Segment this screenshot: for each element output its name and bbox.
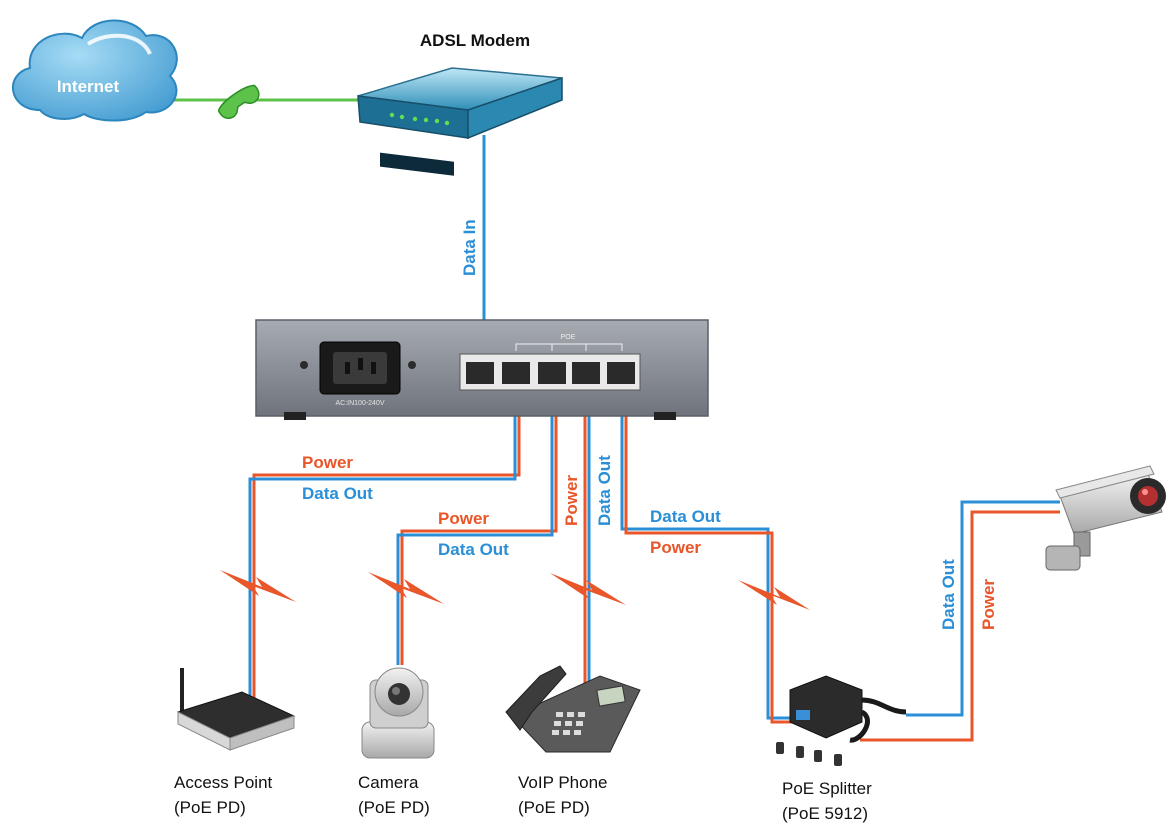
port-poe-4 bbox=[607, 362, 635, 384]
ptz-camera-device bbox=[361, 667, 435, 759]
ap-power-label: Power bbox=[302, 453, 353, 472]
phone-keypad bbox=[552, 712, 585, 735]
cable-camera-power bbox=[400, 378, 558, 665]
ipcam-data-label: Data Out bbox=[939, 559, 958, 630]
cloud-highlight bbox=[86, 33, 152, 55]
camera-power-label: Power bbox=[438, 509, 489, 528]
adsl-modem: ADSL Modem bbox=[357, 31, 563, 176]
cable-access-point-data bbox=[248, 378, 517, 700]
ip-camera-device bbox=[1045, 465, 1166, 571]
switch-foot bbox=[654, 412, 676, 420]
modem-side bbox=[467, 76, 563, 140]
antenna-icon bbox=[180, 668, 184, 712]
port-poe-1 bbox=[502, 362, 530, 384]
cables bbox=[158, 98, 1060, 742]
camera-lens-icon bbox=[388, 683, 410, 705]
cable-ipcam-data bbox=[906, 500, 1060, 717]
voip-power-label: Power bbox=[562, 475, 581, 526]
splitter-cable bbox=[861, 697, 907, 715]
camera-data-label: Data Out bbox=[438, 540, 509, 559]
cable-ipcam-power bbox=[860, 510, 1060, 742]
camera-name: Camera bbox=[358, 773, 419, 792]
cable-camera-data bbox=[396, 378, 554, 665]
screw-icon bbox=[300, 361, 308, 369]
camera-mount-plate bbox=[1045, 545, 1081, 571]
ap-data-label: Data Out bbox=[302, 484, 373, 503]
voip-phone-name: VoIP Phone bbox=[518, 773, 608, 792]
splitter-sub: (PoE 5912) bbox=[782, 804, 868, 823]
voip-phone-sub: (PoE PD) bbox=[518, 798, 590, 817]
zigzag-icon bbox=[738, 580, 810, 610]
voip-data-label: Data Out bbox=[595, 455, 614, 526]
router-side bbox=[229, 715, 295, 751]
poe-splitter-device bbox=[776, 675, 907, 766]
cable-splitter-data bbox=[620, 378, 800, 720]
splitter-port bbox=[796, 710, 810, 720]
poe-switch: AC:IN100-240V POE bbox=[255, 319, 709, 420]
poe-bracket bbox=[515, 343, 623, 351]
link-symbols bbox=[220, 570, 810, 610]
zigzag-icon bbox=[220, 570, 296, 602]
cloud-icon bbox=[12, 19, 178, 122]
port-uplink bbox=[466, 362, 494, 384]
modem-led-panel bbox=[380, 152, 454, 176]
dc-plugs bbox=[776, 742, 842, 766]
phone-handset bbox=[505, 665, 567, 731]
screw-icon bbox=[408, 361, 416, 369]
voip-phone-device bbox=[505, 665, 641, 753]
internet-label: Internet bbox=[57, 77, 120, 96]
cable-access-point-power bbox=[252, 378, 521, 700]
poe-label: POE bbox=[561, 334, 576, 341]
splitter-body bbox=[789, 675, 863, 739]
splitter-name: PoE Splitter bbox=[782, 779, 872, 798]
phone-display bbox=[596, 685, 626, 707]
splitter-cable bbox=[849, 709, 870, 743]
cable-splitter-power bbox=[624, 378, 800, 724]
zigzag-icon bbox=[368, 572, 444, 604]
ipcam-power-label: Power bbox=[979, 579, 998, 630]
splitter-power-label: Power bbox=[650, 538, 701, 557]
access-point-sub: (PoE PD) bbox=[174, 798, 246, 817]
zigzag-icon bbox=[550, 573, 626, 605]
camera-sunshield bbox=[1055, 465, 1155, 499]
access-point-name: Access Point bbox=[174, 773, 273, 792]
data-in-label: Data In bbox=[460, 219, 479, 276]
splitter-data-label: Data Out bbox=[650, 507, 721, 526]
phone-handset-icon bbox=[217, 84, 260, 119]
internet-cloud: Internet bbox=[12, 19, 178, 122]
port-poe-2 bbox=[538, 362, 566, 384]
ac-input-label: AC:IN100-240V bbox=[335, 400, 384, 407]
port-poe-3 bbox=[572, 362, 600, 384]
camera-sub: (PoE PD) bbox=[358, 798, 430, 817]
switch-foot bbox=[284, 412, 306, 420]
modem-leds bbox=[389, 112, 450, 126]
ethernet-ports bbox=[466, 362, 635, 384]
access-point-device bbox=[176, 668, 296, 751]
modem-label: ADSL Modem bbox=[420, 31, 530, 50]
